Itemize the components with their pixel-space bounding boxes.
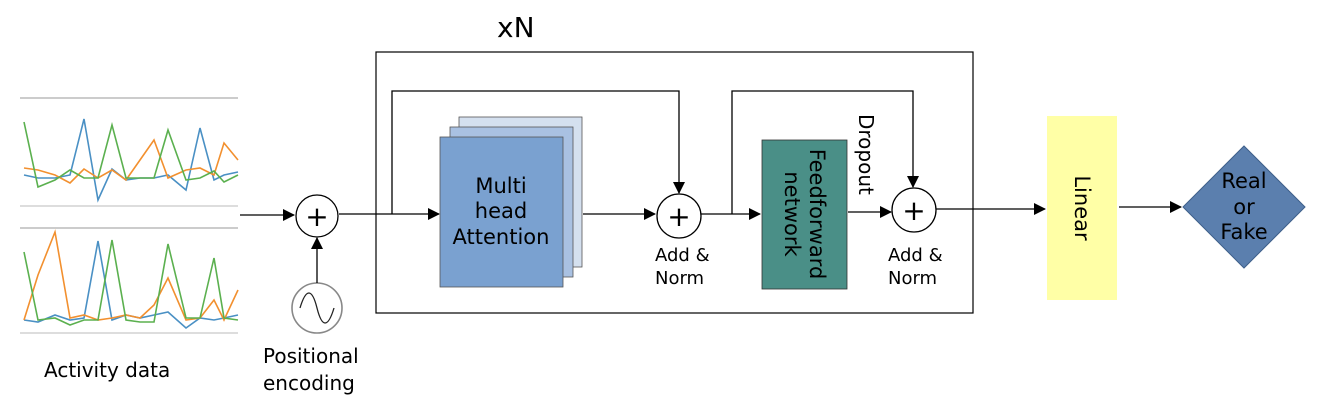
add-norm-1-line2: Norm <box>655 268 704 289</box>
plus-sign: + <box>902 194 925 227</box>
positional-add-node: + <box>295 194 339 238</box>
add-norm-2-line2: Norm <box>888 268 937 289</box>
positional-encoding-line2: encoding <box>263 371 355 395</box>
dropout-label: Dropout <box>854 114 878 195</box>
linear-layer-block: Linear <box>1047 116 1117 300</box>
add-norm-node-2: + <box>891 187 937 233</box>
chart1-series-green <box>23 121 239 189</box>
positional-encoding-line1: Positional <box>263 344 359 368</box>
attention-label-line2: head <box>475 199 527 223</box>
multi-head-attention-block: Multi head Attention <box>439 116 583 288</box>
add-norm-2-line1: Add & <box>888 245 943 266</box>
output-line2: or <box>1233 195 1255 219</box>
plus-sign: + <box>667 200 690 233</box>
chart2-series-blue <box>23 240 239 330</box>
add-norm-1-line1: Add & <box>655 245 710 266</box>
chart1-series-blue <box>23 118 239 203</box>
chart1-series-orange <box>23 138 239 184</box>
feedforward-label-line2: network <box>780 171 804 257</box>
sine-wave-icon <box>291 282 343 334</box>
repeat-label: xN <box>497 11 535 44</box>
attention-label-line3: Attention <box>453 225 550 249</box>
encoder-block-frame <box>375 51 974 314</box>
linear-label: Linear <box>1070 175 1094 241</box>
feedforward-network-block: Feedforward network <box>761 139 848 290</box>
output-line3: Fake <box>1220 220 1267 244</box>
output-real-or-fake: Real or Fake <box>1182 145 1306 269</box>
activity-data-panel: Activity data <box>20 97 239 382</box>
activity-data-caption: Activity data <box>44 358 170 382</box>
attention-label-line1: Multi <box>475 174 526 198</box>
residual-connection-1 <box>391 90 685 214</box>
plus-sign: + <box>305 200 328 233</box>
feedforward-label-line1: Feedforward <box>805 149 829 280</box>
output-line1: Real <box>1221 169 1266 193</box>
chart2-series-orange <box>23 229 239 322</box>
residual-connection-2 <box>731 90 919 214</box>
chart2-series-green <box>23 239 239 326</box>
add-norm-node-1: + <box>656 193 702 239</box>
